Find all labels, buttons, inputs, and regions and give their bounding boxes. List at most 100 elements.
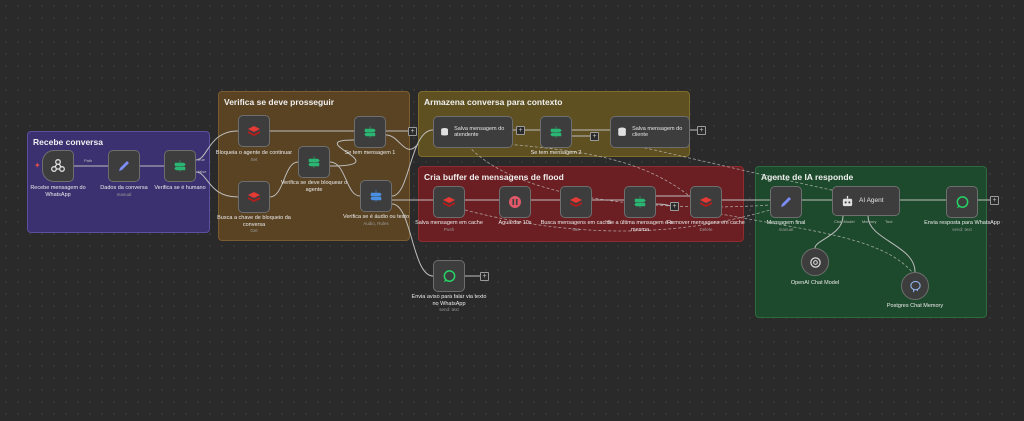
node-salva-cache[interactable] xyxy=(433,186,465,218)
label-text: Remover mensagens em cache xyxy=(667,220,745,226)
label-text: Bloqueia o agente de continuar xyxy=(215,150,293,156)
label-sub: Push xyxy=(443,226,455,232)
node-ultima-mensagem[interactable] xyxy=(624,186,656,218)
redis-icon xyxy=(570,197,582,207)
node-inline-label: AI Agent xyxy=(859,197,884,204)
switch-icon xyxy=(634,196,646,208)
node-verifica-humano[interactable] xyxy=(164,150,196,182)
database-icon xyxy=(618,127,626,136)
label-text: Se tem mensagem 1 xyxy=(344,150,396,156)
node-openai-chat-model[interactable] xyxy=(801,248,829,276)
group-title: Verifica se deve prosseguir xyxy=(224,97,335,107)
node-label-openai: OpenAI Chat Model xyxy=(775,280,855,287)
node-salva-atendente[interactable]: Salva mensagem do atendente xyxy=(433,116,513,148)
label-text: OpenAI Chat Model xyxy=(790,280,840,286)
node-bloqueia-agente[interactable] xyxy=(238,115,270,147)
label-text: Se tem mensagem 2 xyxy=(530,150,582,156)
node-label-tem-msg1: Se tem mensagem 1 xyxy=(330,150,410,157)
node-verifica-audio[interactable] xyxy=(360,180,392,212)
node-label-postgres: Postgres Chat Memory xyxy=(875,303,955,310)
label-text: Envia aviso para falar via texto no What… xyxy=(411,294,487,307)
group-title: Armazena conversa para contexto xyxy=(424,97,563,107)
port-label-path: Path xyxy=(84,158,93,163)
label-text: Verifica se deve bloquear o agente xyxy=(280,180,348,193)
redis-icon xyxy=(248,192,260,202)
label-text: Busca a chave de bloqueio da conversa xyxy=(217,215,291,228)
label-sub: manual xyxy=(116,191,132,197)
port-label-false: false xyxy=(198,169,207,174)
webhook-icon xyxy=(51,159,65,172)
label-text: Recebe mensagem do WhatsApp xyxy=(30,185,86,198)
label-text: Envia resposta para WhatsApp xyxy=(924,220,1000,226)
postgres-icon xyxy=(909,280,921,292)
node-mensagem-final[interactable] xyxy=(770,186,802,218)
add-node-button[interactable]: + xyxy=(990,196,999,205)
label-text: Verifica se é humano xyxy=(154,185,206,191)
node-inline-label: Salva mensagem do cliente xyxy=(632,126,683,138)
openai-icon xyxy=(809,256,821,268)
redis-icon xyxy=(248,126,260,136)
webhook-trigger-mark: ✦ xyxy=(34,161,41,170)
node-label-humano: Verifica se é humano xyxy=(140,185,220,192)
label-text: Dados da conversa xyxy=(100,185,148,191)
node-webhook[interactable] xyxy=(42,150,74,182)
node-ai-agent[interactable]: AI Agent xyxy=(832,186,900,216)
database-icon xyxy=(441,127,448,136)
port-label-true: true xyxy=(198,157,205,162)
port-label-chat-model: Chat Model xyxy=(834,219,855,224)
add-node-button[interactable]: + xyxy=(480,272,489,281)
switch-icon xyxy=(308,156,320,168)
label-text: Salva mensagem em cache xyxy=(415,220,483,226)
add-node-button[interactable]: + xyxy=(516,126,525,135)
node-envia-resposta[interactable] xyxy=(946,186,978,218)
add-node-button[interactable]: + xyxy=(590,132,599,141)
pause-icon xyxy=(509,196,521,208)
label-sub: Set xyxy=(250,156,258,162)
port-label-tool: Tool xyxy=(885,219,893,224)
node-remover-cache[interactable] xyxy=(690,186,722,218)
switch-icon xyxy=(364,126,376,138)
node-aguardar[interactable] xyxy=(499,186,531,218)
node-label-deve-bloquear: Verifica se deve bloquear o agente xyxy=(274,180,354,193)
port-label-memory: Memory xyxy=(862,219,877,224)
label-sub: Get xyxy=(572,226,580,232)
group-title: Agente de IA responde xyxy=(761,172,854,182)
group-title: Cria buffer de mensagens de flood xyxy=(424,172,564,182)
label-text: Busca mensagens em cache xyxy=(540,220,612,226)
node-tem-mensagem-2[interactable] xyxy=(540,116,572,148)
node-label-webhook: Recebe mensagem do WhatsApp xyxy=(18,185,98,198)
node-tem-mensagem-1[interactable] xyxy=(354,116,386,148)
node-label-aviso: Envia aviso para falar via texto no What… xyxy=(409,294,489,314)
label-text: Verifica se é áudio ou texto xyxy=(342,214,410,220)
node-busca-cache[interactable] xyxy=(560,186,592,218)
router-icon xyxy=(370,190,382,202)
label-text: Mensagem final xyxy=(766,220,806,226)
node-salva-cliente[interactable]: Salva mensagem do cliente xyxy=(610,116,690,148)
node-label-ultima: Se a última mensagem é a mesma xyxy=(600,220,680,233)
label-text: Postgres Chat Memory xyxy=(886,303,944,309)
label-text: Se a última mensagem é a mesma xyxy=(607,220,673,233)
add-node-button[interactable]: + xyxy=(670,202,679,211)
group-title: Recebe conversa xyxy=(33,137,103,147)
pencil-icon xyxy=(119,161,129,171)
node-busca-chave[interactable] xyxy=(238,181,270,213)
switch-icon xyxy=(174,160,186,172)
node-envia-aviso[interactable] xyxy=(433,260,465,292)
node-dados-conversa[interactable] xyxy=(108,150,140,182)
whatsapp-icon xyxy=(443,269,455,282)
node-postgres-memory[interactable] xyxy=(901,272,929,300)
add-node-button[interactable]: + xyxy=(697,126,706,135)
switch-icon xyxy=(550,126,562,138)
whatsapp-icon xyxy=(956,195,968,208)
group-recebe-conversa[interactable]: Recebe conversa xyxy=(27,131,210,233)
node-deve-bloquear[interactable] xyxy=(298,146,330,178)
add-node-button[interactable]: + xyxy=(408,127,417,136)
node-label-aguardar: Aguardar 10s xyxy=(475,220,555,227)
